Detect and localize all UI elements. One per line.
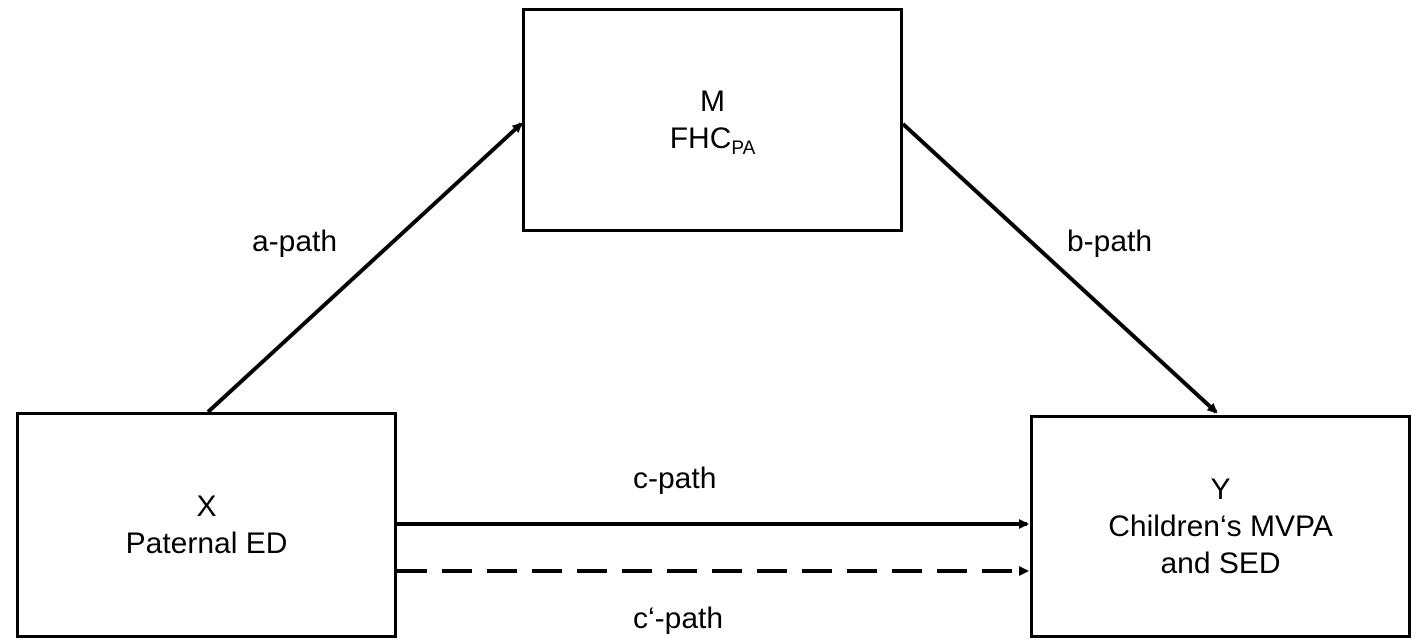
predictor-label: Paternal ED bbox=[125, 527, 288, 560]
b-path-arrow bbox=[901, 122, 1218, 414]
outcome-label-line1: Children‘s MVPA bbox=[1108, 510, 1333, 543]
outcome-letter: Y bbox=[1210, 473, 1231, 506]
predictor-letter: X bbox=[196, 490, 217, 523]
mediator-label: FHCPA bbox=[669, 120, 756, 159]
b-path-label: b-path bbox=[1067, 225, 1153, 258]
mediator-subscript: PA bbox=[731, 138, 756, 159]
predictor-box: X Paternal ED bbox=[16, 412, 397, 638]
c-path-label: c-path bbox=[633, 462, 717, 495]
c-prime-path-label: c‘-path bbox=[633, 602, 724, 635]
a-path-arrow bbox=[206, 122, 523, 414]
a-path-label: a-path bbox=[252, 225, 338, 258]
outcome-label-line2: and SED bbox=[1160, 547, 1281, 580]
mediator-box: M FHCPA bbox=[522, 8, 903, 232]
mediator-name: FHC bbox=[669, 122, 732, 155]
outcome-box: Y Children‘s MVPA and SED bbox=[1030, 415, 1411, 638]
mediator-letter: M bbox=[700, 85, 725, 118]
